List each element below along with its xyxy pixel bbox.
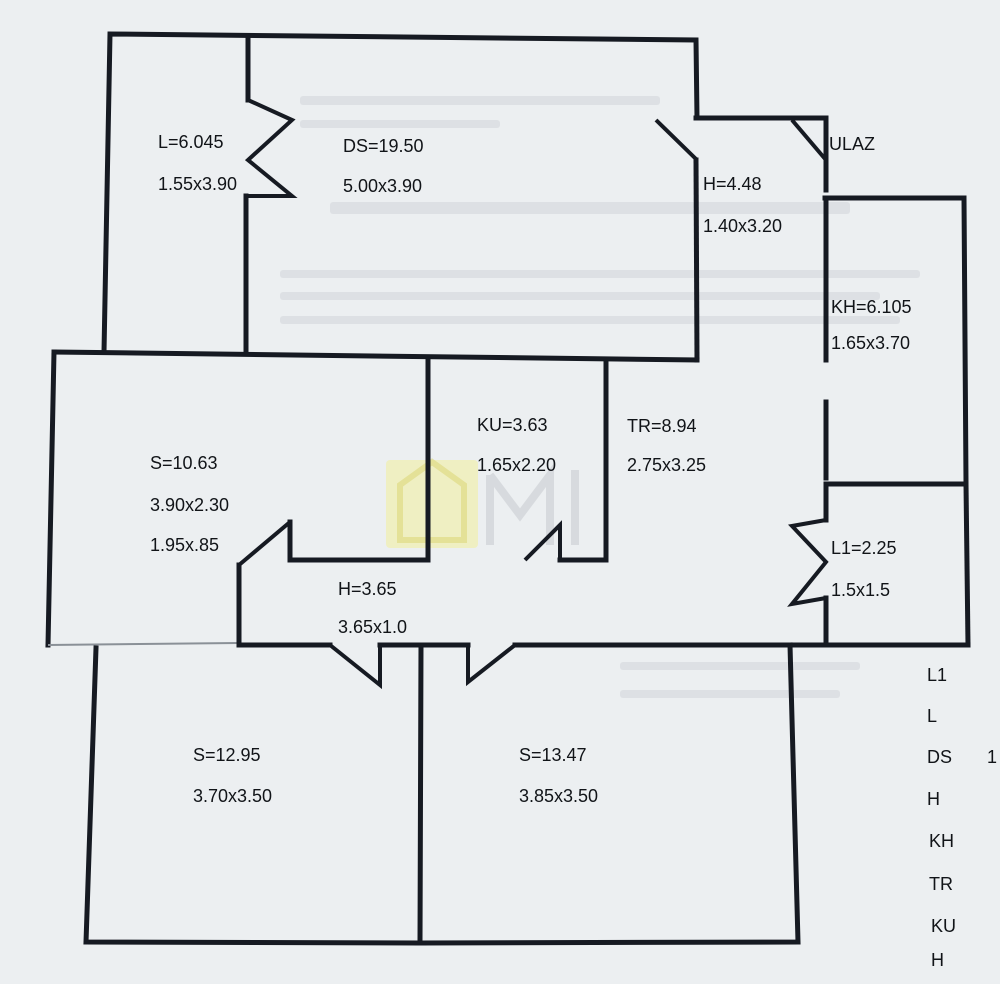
door-s-left: [237, 520, 292, 567]
door-s-bl: [328, 643, 382, 690]
room-l-dims: 1.55x3.90: [158, 174, 237, 194]
legend-item: L1: [927, 665, 947, 685]
room-l1-dims: 1.5x1.5: [831, 580, 890, 600]
door-l-ds: [244, 98, 298, 198]
legend: L1 L DS 1 H KH TR KU H: [927, 665, 997, 970]
room-s-br-name: S=13.47: [519, 745, 587, 765]
legend-partial-value: 1: [987, 747, 997, 767]
door-l1: [787, 518, 829, 607]
room-labels: L=6.045 1.55x3.90 DS=19.50 5.00x3.90 H=4…: [150, 132, 912, 806]
room-s-left-dims: 3.90x2.30: [150, 495, 229, 515]
walls: [45, 31, 971, 946]
entry-label: ULAZ: [829, 134, 875, 154]
room-l-name: L=6.045: [158, 132, 224, 152]
legend-item: H: [927, 789, 940, 809]
room-h-top-dims: 1.40x3.20: [703, 216, 782, 236]
watermark-logo: [386, 458, 579, 548]
room-s-br-dims: 3.85x3.50: [519, 786, 598, 806]
legend-item: KH: [929, 831, 954, 851]
room-h-mid-name: H=3.65: [338, 579, 397, 599]
room-s-bl-name: S=12.95: [193, 745, 261, 765]
room-h-mid-dims: 3.65x1.0: [338, 617, 407, 637]
room-s-left-dims2: 1.95x.85: [150, 535, 219, 555]
room-h-top-name: H=4.48: [703, 174, 762, 194]
legend-item: H: [931, 950, 944, 970]
door-entry: [790, 118, 828, 162]
room-tr-name: TR=8.94: [627, 416, 697, 436]
door-ds-hall: [654, 118, 699, 162]
room-l1-name: L1=2.25: [831, 538, 897, 558]
room-kh-dims: 1.65x3.70: [831, 333, 910, 353]
room-ku-dims: 1.65x2.20: [477, 455, 556, 475]
door-s-br: [466, 643, 517, 687]
legend-item: DS: [927, 747, 952, 767]
room-s-bl-dims: 3.70x3.50: [193, 786, 272, 806]
room-ds-name: DS=19.50: [343, 136, 424, 156]
doors: [237, 98, 829, 690]
show-through-text: [280, 96, 920, 698]
room-tr-dims: 2.75x3.25: [627, 455, 706, 475]
legend-item: TR: [929, 874, 953, 894]
room-ku-name: KU=3.63: [477, 415, 548, 435]
legend-item: KU: [931, 916, 956, 936]
room-ds-dims: 5.00x3.90: [343, 176, 422, 196]
room-kh-name: KH=6.105: [831, 297, 912, 317]
legend-item: L: [927, 706, 937, 726]
door-ku: [523, 520, 562, 562]
room-s-left-name: S=10.63: [150, 453, 218, 473]
